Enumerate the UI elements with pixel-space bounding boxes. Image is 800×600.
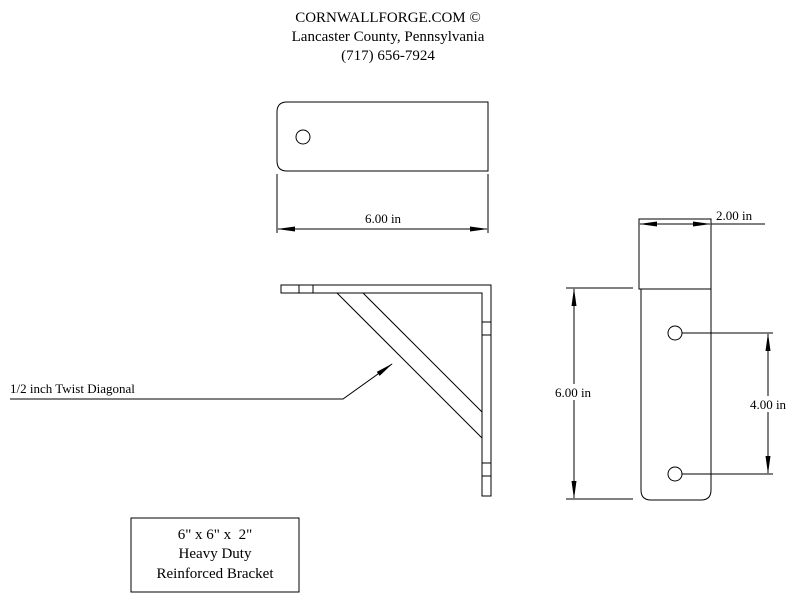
company-phone: (717) 656-7924 bbox=[341, 48, 435, 64]
bracket-outline bbox=[280, 284, 492, 497]
top-view: 6.00 in bbox=[276, 101, 489, 233]
mounting-hole bbox=[295, 129, 311, 145]
company-location: Lancaster County, Pennsylvania bbox=[292, 29, 485, 45]
mounting-hole bbox=[667, 325, 683, 341]
callout-leader bbox=[10, 363, 393, 400]
title-grade: Heavy Duty bbox=[179, 546, 252, 562]
top-view-outline bbox=[276, 101, 489, 172]
mounting-hole bbox=[667, 466, 683, 482]
company-name: CORNWALLFORGE.COM © bbox=[295, 10, 481, 26]
dimension-side-height: 6.00 in bbox=[555, 385, 592, 400]
title-block-border bbox=[130, 517, 300, 593]
diagonal-brace-edge bbox=[336, 292, 483, 439]
dimension-hole-spacing: 4.00 in bbox=[750, 397, 787, 412]
end-view: 2.00 in 6.00 in 4.00 in bbox=[548, 208, 793, 501]
dimension-top-length: 6.00 in bbox=[365, 211, 402, 226]
title-name: Reinforced Bracket bbox=[156, 566, 274, 582]
diagonal-brace-edge bbox=[362, 292, 483, 413]
end-view-body bbox=[640, 289, 712, 501]
title-block: 6" x 6" x 2" Heavy Duty Reinforced Brack… bbox=[130, 517, 300, 593]
side-view: 1/2 inch Twist Diagonal bbox=[10, 284, 492, 497]
title-size: 6" x 6" x 2" bbox=[178, 527, 253, 543]
end-view-top bbox=[638, 218, 712, 290]
callout-label: 1/2 inch Twist Diagonal bbox=[10, 381, 135, 396]
dimension-width: 2.00 in bbox=[716, 208, 753, 223]
